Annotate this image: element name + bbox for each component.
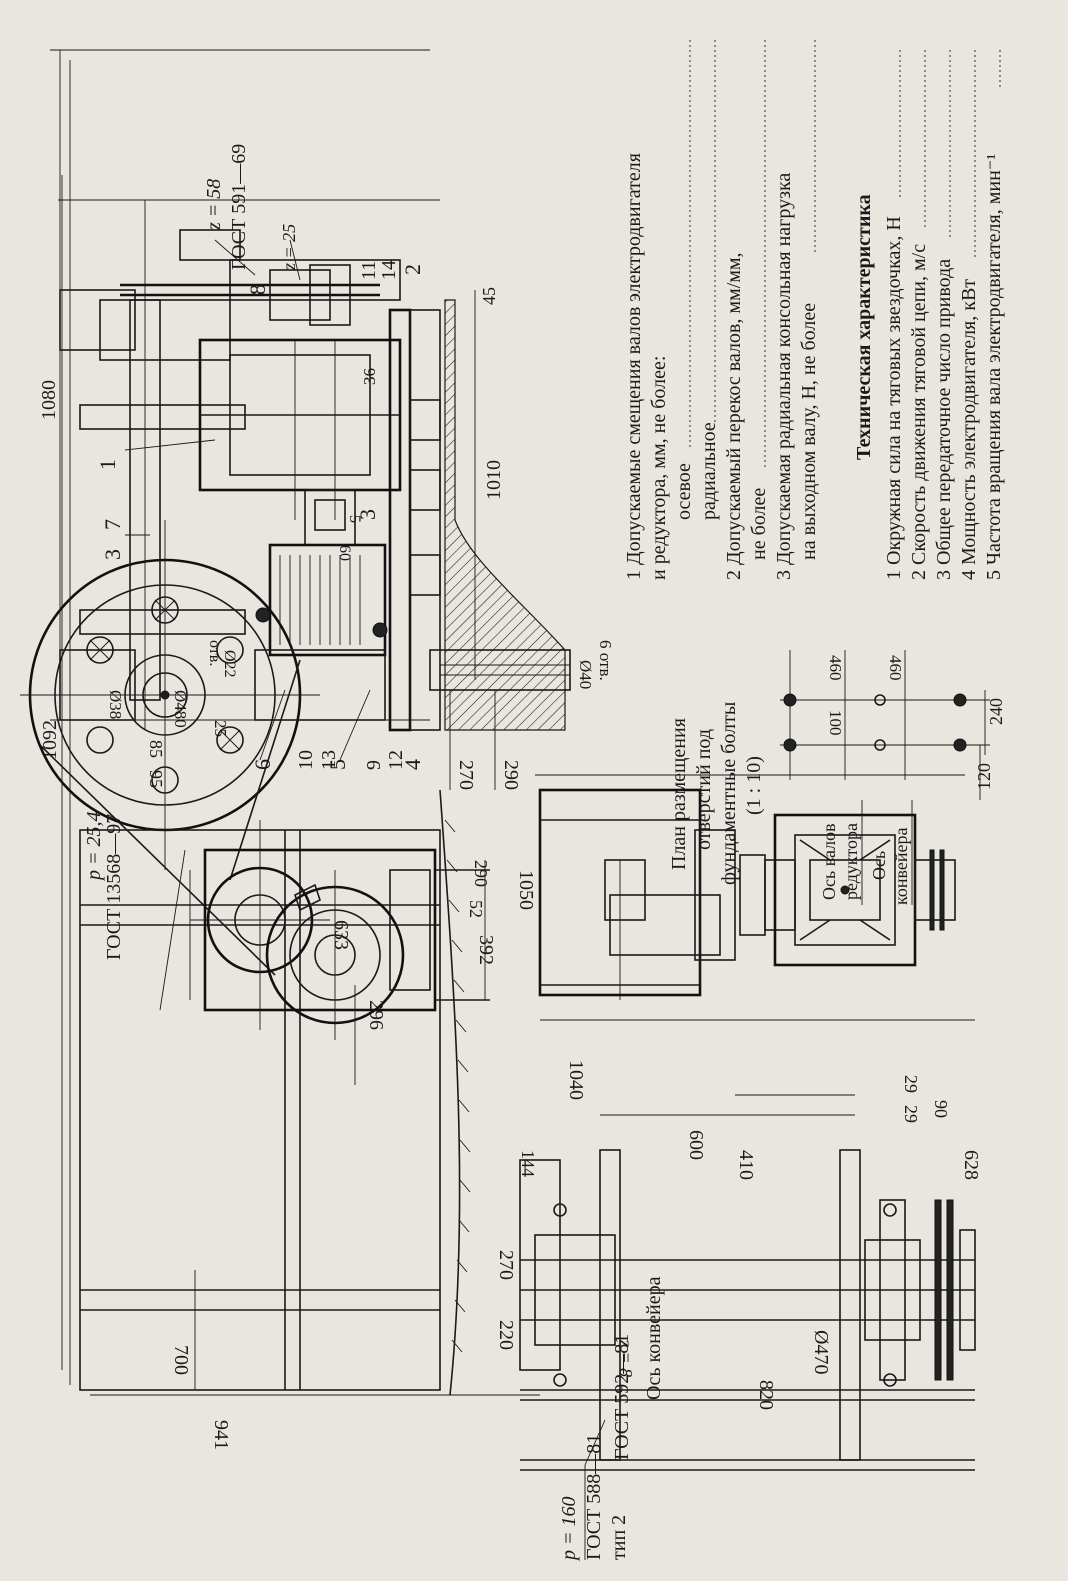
z25-label: z = 25 xyxy=(279,224,299,271)
part-4: 4 xyxy=(400,759,425,770)
dim-52: 52 xyxy=(466,900,486,918)
dim-29b: 29 xyxy=(901,1105,921,1123)
dim-1080: 1080 xyxy=(38,380,60,420)
req-line-3: осевое xyxy=(673,463,695,520)
req-line-6: не более xyxy=(748,488,770,560)
dim-36: 36 xyxy=(360,368,379,385)
dim-220: 220 xyxy=(495,1320,517,1350)
hole-dim-100: 100 xyxy=(826,710,845,736)
part-3b: 3 xyxy=(355,509,380,520)
hole-plan: План размещения отверстий под фундаментн… xyxy=(668,650,1006,905)
dim-holes: отв. xyxy=(206,640,223,666)
axis-reducer-1: Ось валов xyxy=(819,823,839,900)
dim-820: 820 xyxy=(755,1380,777,1410)
part-2: 2 xyxy=(400,264,425,275)
axis-conveyor-label: Ось конвейера xyxy=(643,1276,665,1400)
req-line-8: на выходном валу, Н, не более xyxy=(798,303,820,560)
dim-392: 392 xyxy=(475,935,497,965)
dim-633: 633 xyxy=(330,920,352,950)
z58-label: z = 58 xyxy=(203,179,225,231)
part-14: 14 xyxy=(378,260,400,280)
spec-1: 1 Окружная сила на тяговых звездочках, Н xyxy=(883,216,905,580)
dim-144: 144 xyxy=(518,1150,538,1177)
part-10: 10 xyxy=(295,750,317,770)
req-line-1: 1 Допускаемые смещения валов электродвиг… xyxy=(623,153,645,580)
dim-600: 600 xyxy=(685,1130,707,1160)
gost-592: ГОСТ 592—81 xyxy=(611,1334,633,1460)
axis-conveyor-1: Ось xyxy=(869,851,889,880)
dim-290: 290 xyxy=(471,860,491,887)
side-view: 1080 xyxy=(38,49,615,790)
dim-1040: 1040 xyxy=(565,1060,587,1100)
part-3a: 3 xyxy=(100,549,125,560)
front-view: 10 9 2 941 700 Ø480 xyxy=(20,60,540,1450)
chain-pitch: p = 25,4 xyxy=(83,812,105,883)
dim-700: 700 xyxy=(170,1345,192,1375)
dim-628: 628 xyxy=(960,1150,982,1180)
dim-90: 90 xyxy=(931,1100,951,1118)
part-1: 1 xyxy=(95,459,120,470)
dim-d38: Ø38 xyxy=(106,690,125,719)
tech-specs: Техническая характеристика 1 Окружная си… xyxy=(853,50,1005,580)
hole-plan-title-1: План размещения xyxy=(668,718,690,870)
hole-dim-460a: 460 xyxy=(826,655,845,681)
dim-29a: 29 xyxy=(901,1075,921,1093)
axis-reducer-2: редуктора xyxy=(841,823,861,900)
dim-25: 25 xyxy=(211,720,230,737)
part-11: 11 xyxy=(358,261,380,280)
requirements-notes: 1 Допускаемые смещения валов электродвиг… xyxy=(623,40,820,580)
dim-5: 5 xyxy=(346,515,363,523)
sprocket-gost: ГОСТ 588—81 xyxy=(583,1434,605,1560)
hole-dim-120: 120 xyxy=(974,763,994,790)
part-13: 13 xyxy=(318,750,340,770)
dim-d480: Ø480 xyxy=(171,690,190,728)
spec-5: 5 Частота вращения вала электродвигателя… xyxy=(983,154,1005,580)
dim-d470: Ø470 xyxy=(810,1330,832,1374)
spec-2: 2 Скорость движения тяговой цепи, м/с xyxy=(908,244,930,580)
dim-z8: z = 8 xyxy=(616,1339,636,1377)
dim-1010: 1010 xyxy=(483,460,505,500)
part-7: 7 xyxy=(100,519,125,530)
sprocket-type: тип 2 xyxy=(608,1515,630,1560)
hole-plan-title-4: (1 : 10) xyxy=(743,756,765,815)
part-5: 5 xyxy=(325,759,350,770)
dim-270b: 270 xyxy=(455,760,477,790)
sprocket-pitch: p = 160 xyxy=(558,1497,580,1563)
req-line-5: 2 Допускаемый перекос валов, мм/мм, xyxy=(723,252,745,580)
plan-view: 1050 1040 410 600 90 29 29 628 270 xyxy=(495,774,982,1563)
hole-plan-title-2: отверстий под xyxy=(693,729,715,850)
spec-4: 4 Мощность электродвигателя, кВт xyxy=(958,279,980,580)
dim-85: 85 xyxy=(146,740,166,758)
hole-dim-240: 240 xyxy=(986,698,1006,725)
tech-specs-title: Техническая характеристика xyxy=(853,194,875,460)
req-line-7: 3 Допускаемая радиальная консольная нагр… xyxy=(773,173,795,580)
dim-95: 95 xyxy=(146,770,166,788)
gost-591: ГОСТ 591—69 xyxy=(228,144,250,270)
dim-45: 45 xyxy=(479,287,499,305)
dim-290b: 290 xyxy=(500,760,522,790)
part-9: 9 xyxy=(363,760,385,770)
part-8: 8 xyxy=(245,284,270,295)
dim-6holes: 6 отв. xyxy=(596,640,615,681)
part-6: 6 xyxy=(250,759,275,770)
part-12: 12 xyxy=(385,750,407,770)
spec-3: 3 Общее передаточное число привода xyxy=(933,259,955,580)
dim-60: 60 xyxy=(336,545,353,561)
req-line-2: и редуктора, мм, не более: xyxy=(648,356,670,580)
axis-conveyor-2: конвейера xyxy=(891,828,911,905)
dim-d22: Ø22 xyxy=(221,650,238,678)
dim-410: 410 xyxy=(735,1150,757,1180)
hole-plan-title-3: фундаментные болты xyxy=(718,702,740,885)
dim-1050: 1050 xyxy=(515,870,537,910)
dim-941: 941 xyxy=(210,1420,232,1450)
dim-296: 296 xyxy=(365,1000,387,1030)
hole-dim-460b: 460 xyxy=(886,655,905,681)
dim-d40: Ø40 xyxy=(576,660,595,689)
req-line-4: радиальное xyxy=(698,422,720,520)
dim-270: 270 xyxy=(495,1250,517,1280)
chain-gost: ГОСТ 13568—97 xyxy=(103,814,125,960)
